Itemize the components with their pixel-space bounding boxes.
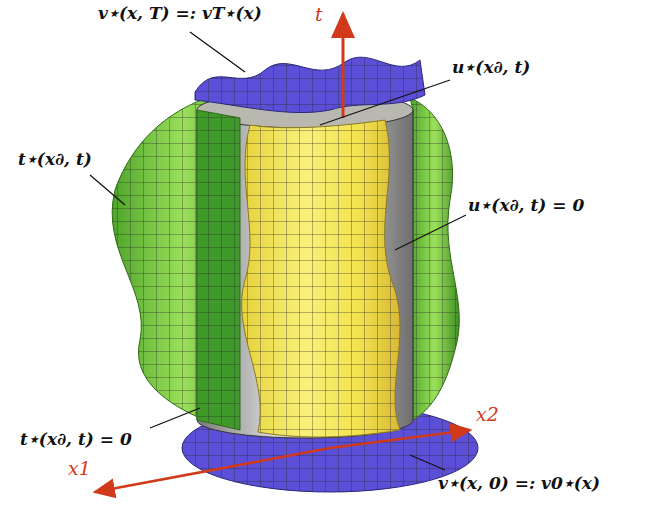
math-label: u⋆(x∂, t)	[452, 58, 530, 78]
math-label: t⋆(x∂, t) = 0	[20, 430, 132, 450]
math-label: t⋆(x∂, t)	[18, 150, 92, 170]
math-label: x2	[476, 404, 499, 426]
math-label: u⋆(x∂, t) = 0	[468, 196, 584, 216]
math-label: v⋆(x, 0) =: v0⋆(x)	[438, 474, 600, 494]
math-label: t	[315, 4, 323, 26]
math-label: v⋆(x, T) =: vT⋆(x)	[98, 4, 262, 24]
math-label: x1	[68, 458, 91, 480]
